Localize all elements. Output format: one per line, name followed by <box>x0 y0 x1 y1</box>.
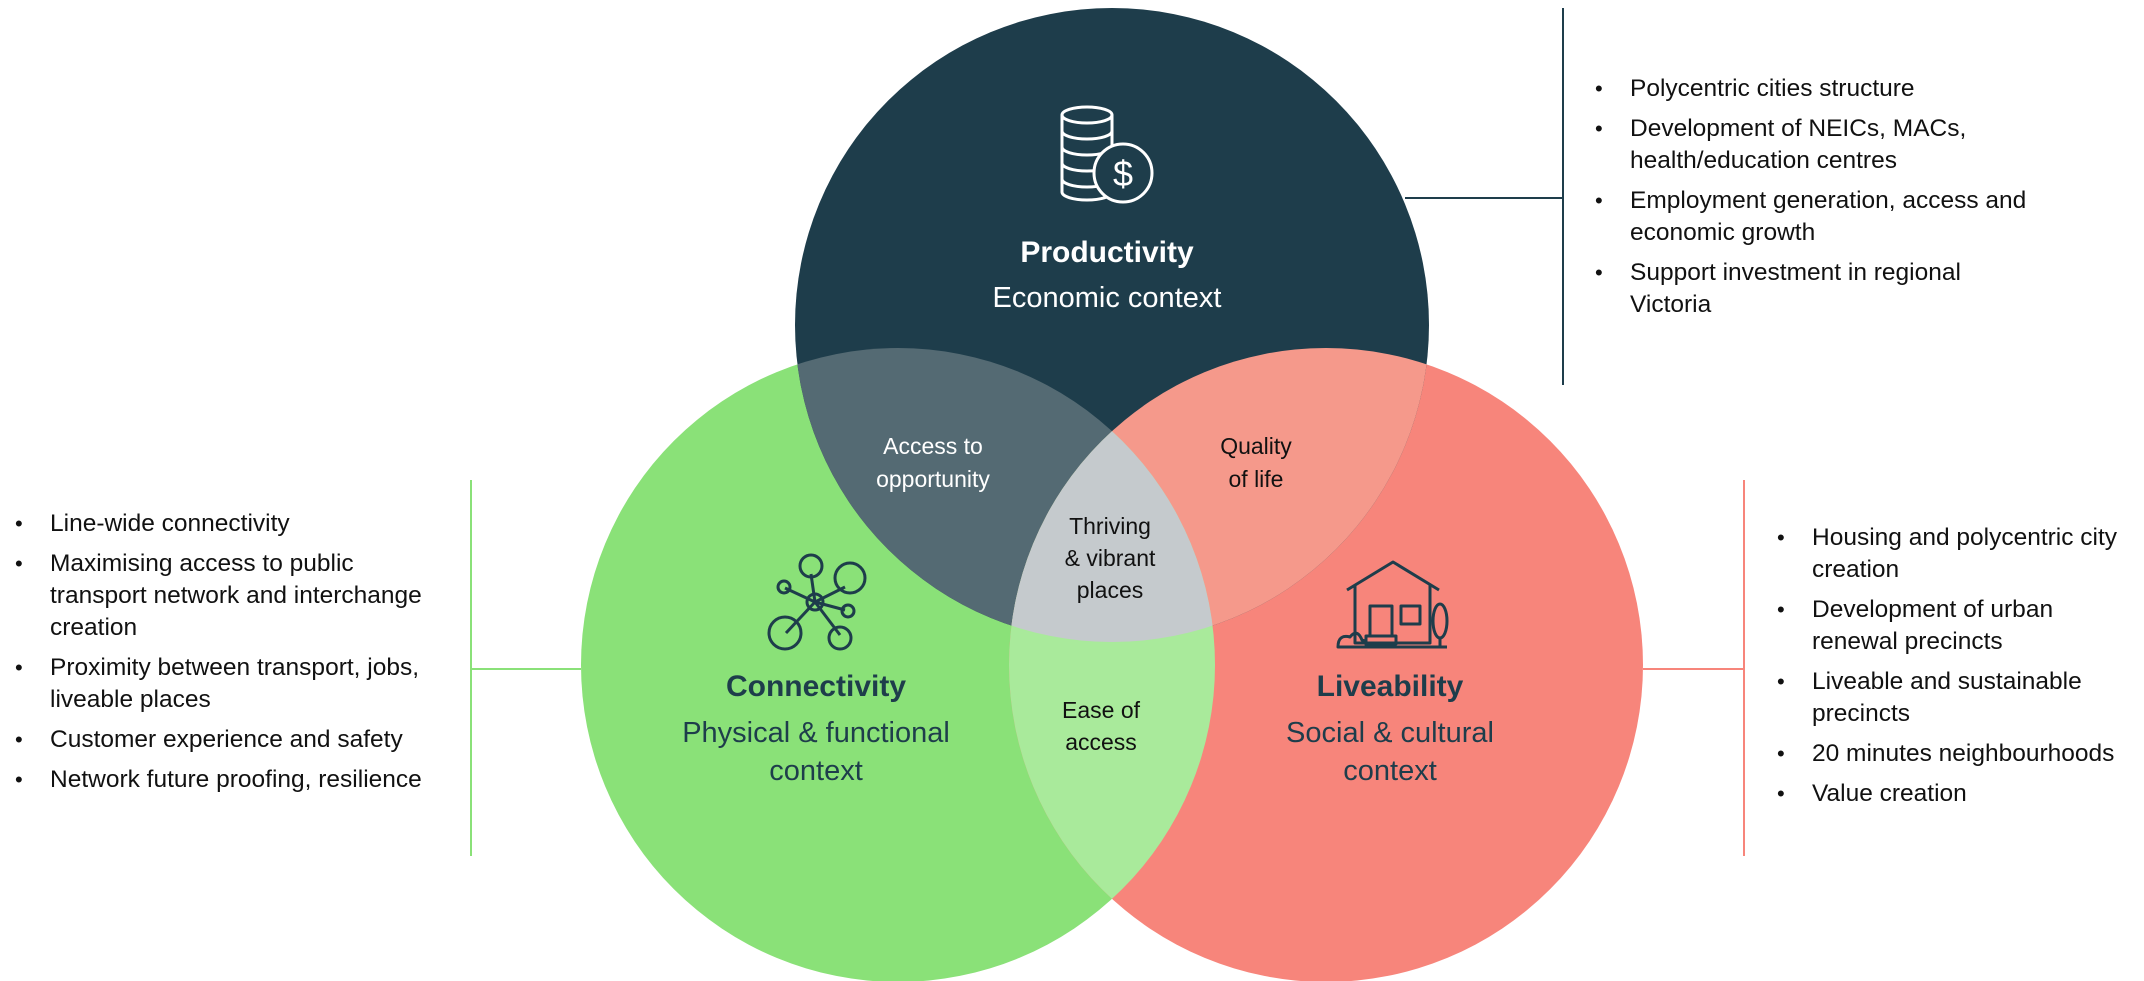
coins-dollar-icon: $ <box>1060 105 1154 204</box>
list-item: Proximity between transport, jobs, livea… <box>14 652 444 716</box>
overlap-access-label-line2: opportunity <box>876 466 990 492</box>
connector-connectivity <box>470 480 581 856</box>
list-item: Value creation <box>1776 778 2144 810</box>
house-icon <box>1336 560 1449 649</box>
overlap-center-label-line3: places <box>1077 577 1143 603</box>
liveability-subtitle-line1: Social & cultural <box>1286 717 1494 749</box>
connectivity-bullet-panel: Line-wide connectivity Maximising access… <box>14 508 444 804</box>
productivity-subtitle: Economic context <box>993 282 1222 314</box>
list-item: Maximising access to public transport ne… <box>14 548 444 644</box>
list-item: Support investment in regional Victoria <box>1594 257 2044 321</box>
overlap-center <box>1009 348 1215 642</box>
productivity-bullet-list: Polycentric cities structure Development… <box>1594 73 2044 321</box>
list-item: Development of urban renewal precincts <box>1776 594 2144 658</box>
liveability-subtitle-line2: context <box>1343 755 1437 787</box>
list-item: 20 minutes neighbourhoods <box>1776 738 2144 770</box>
overlap-ease-label-line2: access <box>1065 729 1137 755</box>
productivity-title: Productivity <box>1020 236 1194 269</box>
list-item: Line-wide connectivity <box>14 508 444 540</box>
svg-text:$: $ <box>1113 153 1133 194</box>
connector-liveability <box>1643 480 1745 856</box>
list-item: Customer experience and safety <box>14 724 444 756</box>
connectivity-subtitle-line2: context <box>769 755 863 787</box>
overlap-center-label-line1: Thriving <box>1069 513 1151 539</box>
overlap-quality-label-line2: of life <box>1229 466 1284 492</box>
overlap-quality-label-line1: Quality <box>1220 433 1292 459</box>
list-item: Development of NEICs, MACs, health/educa… <box>1594 113 2044 177</box>
list-item: Housing and polycentric city creation <box>1776 522 2144 586</box>
liveability-bullet-panel: Housing and polycentric city creation De… <box>1776 522 2144 818</box>
connectivity-title: Connectivity <box>726 670 906 703</box>
overlap-access-label-line1: Access to <box>883 433 983 459</box>
list-item: Employment generation, access and econom… <box>1594 185 2044 249</box>
productivity-bullet-panel: Polycentric cities structure Development… <box>1594 73 2044 329</box>
connector-productivity <box>1405 8 1564 385</box>
connectivity-bullet-list: Line-wide connectivity Maximising access… <box>14 508 444 796</box>
overlap-ease-label-line1: Ease of <box>1062 697 1141 723</box>
connectivity-subtitle-line1: Physical & functional <box>682 717 950 749</box>
overlap-center-label-line2: & vibrant <box>1065 545 1156 571</box>
liveability-title: Liveability <box>1317 670 1464 703</box>
list-item: Polycentric cities structure <box>1594 73 2044 105</box>
list-item: Network future proofing, resilience <box>14 764 444 796</box>
list-item: Liveable and sustainable precincts <box>1776 666 2144 730</box>
network-nodes-icon <box>767 553 867 651</box>
liveability-bullet-list: Housing and polycentric city creation De… <box>1776 522 2144 810</box>
